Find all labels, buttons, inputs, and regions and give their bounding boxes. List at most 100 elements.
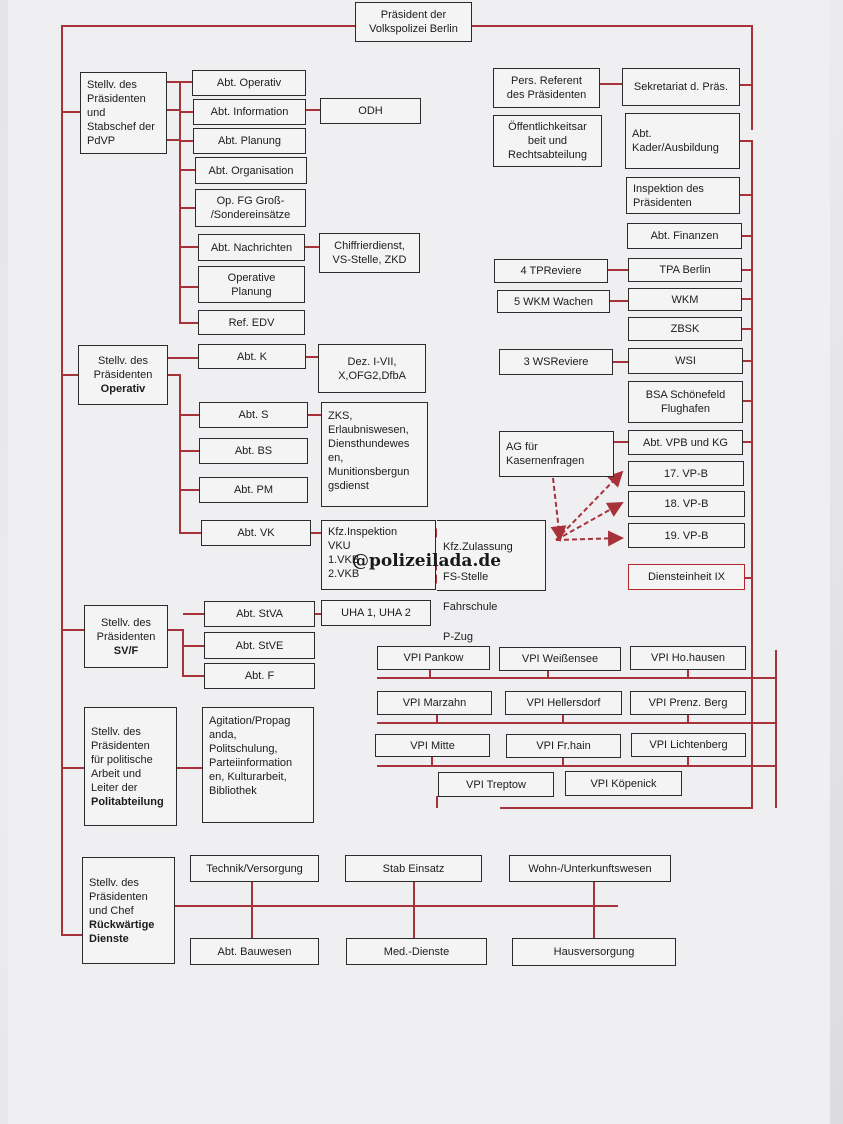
abt-organisation: Abt. Organisation [195, 157, 307, 184]
tpa-berlin: TPA Berlin [628, 258, 742, 282]
vpb-18: 18. VP-B [628, 491, 745, 517]
abt-vpb-kg-label: Abt. VPB und KG [643, 436, 728, 449]
vpi-pankow-label: VPI Pankow [403, 652, 464, 664]
fahrschule-label: Fahrschule [443, 601, 498, 613]
technik-versorgung-label: Technik/Versorgung [206, 862, 303, 875]
abt-planung-label: Abt. Planung [218, 135, 281, 147]
ws-reviere: 3 WSReviere [499, 349, 613, 375]
tp-reviere: 4 TPReviere [494, 259, 608, 283]
vpi-mitte: VPI Mitte [375, 734, 490, 757]
ws-reviere-label: 3 WSReviere [523, 356, 589, 368]
p-zug-label: P-Zug [443, 631, 473, 643]
oeffentlichkeit-box: Öffentlichkeitsar beit und Rechtsabteilu… [493, 115, 602, 167]
zbsk-label: ZBSK [670, 323, 700, 335]
abt-bs-label: Abt. BS [234, 445, 273, 457]
abt-pm-label: Abt. PM [233, 484, 274, 496]
politik-label: Stellv. des Präsidenten für politische A… [91, 725, 153, 794]
vpi-hellersdorf-label: VPI Hellersdorf [526, 697, 601, 709]
abt-bs: Abt. BS [199, 438, 308, 464]
vpi-mitte-label: VPI Mitte [410, 739, 455, 752]
abt-k: Abt. K [198, 344, 306, 369]
vpi-weissensee-label: VPI Weißensee [521, 653, 599, 665]
stab-einsatz: Stab Einsatz [345, 855, 482, 882]
politik-title: Politabteilung [91, 795, 164, 808]
abt-vk: Abt. VK [201, 520, 311, 546]
vpi-koepenick-label: VPI Köpenick [590, 777, 657, 790]
zks-label: ZKS, Erlaubniswesen, Diensthundewes en, … [328, 410, 410, 492]
zks-box: ZKS, Erlaubniswesen, Diensthundewes en, … [321, 402, 428, 507]
abt-nachrichten-label: Abt. Nachrichten [210, 241, 293, 254]
fs-stelle-label: FS-Stelle [443, 571, 489, 583]
vpi-hellersdorf: VPI Hellersdorf [505, 691, 622, 715]
vpb-17: 17. VP-B [628, 461, 744, 486]
uha-label: UHA 1, UHA 2 [341, 607, 411, 619]
kader-ausbildung: Abt. Kader/Ausbildung [625, 113, 740, 169]
tp-reviere-label: 4 TPReviere [520, 265, 582, 277]
vpi-treptow-label: VPI Treptow [466, 778, 526, 791]
odh-box: ODH [320, 98, 421, 124]
operativ-title: Operativ [100, 383, 146, 395]
sekretariat-label: Sekretariat d. Präs. [633, 81, 729, 93]
abt-vk-label: Abt. VK [237, 527, 275, 539]
abt-information: Abt. Information [193, 99, 306, 125]
operative-planung-label: Operative Planung [227, 271, 276, 298]
op-fg-box: Op. FG Groß- /Sondereinsätze [195, 189, 306, 227]
politik-tasks-box: Agitation/Propag anda, Politschulung, Pa… [202, 707, 314, 823]
pers-referent-label: Pers. Referent des Präsidenten [506, 75, 587, 101]
ag-kasernen: AG für Kasernenfragen [499, 431, 614, 477]
abt-operativ: Abt. Operativ [192, 70, 306, 96]
hausversorgung-label: Hausversorgung [553, 946, 635, 958]
wohn-unterkunft-label: Wohn-/Unterkunftswesen [528, 862, 652, 875]
watermark-text: @polizeilada.de [352, 551, 502, 571]
ref-edv: Ref. EDV [198, 310, 305, 335]
kfz-inspektion-label: Kfz.Inspektion VKU 1.VKB 2.VKB [328, 526, 398, 580]
kader-ausbildung-label: Abt. Kader/Ausbildung [632, 128, 719, 154]
abt-nachrichten: Abt. Nachrichten [198, 234, 305, 261]
bsa-label: BSA Schönefeld Flughafen [645, 389, 726, 415]
pers-referent: Pers. Referent des Präsidenten [493, 68, 600, 108]
vpi-hohenschoenhausen-label: VPI Ho.hausen [651, 652, 725, 664]
abt-planung: Abt. Planung [193, 128, 306, 154]
vpb-19: 19. VP-B [628, 523, 745, 548]
abt-f: Abt. F [204, 663, 315, 689]
abt-bauwesen: Abt. Bauwesen [190, 938, 319, 965]
abt-s-label: Abt. S [238, 409, 269, 421]
kfz-zulassung-box: Kfz.Zulassung FS-Stelle Fahrschule P-Zug [437, 520, 546, 643]
tpa-berlin-label: TPA Berlin [659, 264, 711, 276]
abt-vpb-kg: Abt. VPB und KG [628, 430, 743, 455]
vpb-17-label: 17. VP-B [663, 467, 709, 480]
abt-pm: Abt. PM [199, 477, 308, 503]
wohn-unterkunft: Wohn-/Unterkunftswesen [509, 855, 671, 882]
odh-label: ODH [358, 105, 383, 117]
stabschef-label: Stellv. des Präsidenten und [87, 79, 146, 119]
inspektion-label: Inspektion des Präsidenten [633, 182, 704, 209]
uha-box: UHA 1, UHA 2 [321, 600, 431, 626]
abt-bauwesen-label: Abt. Bauwesen [217, 945, 292, 958]
rueck-label: Stellv. des Präsidenten und Chef [89, 876, 148, 917]
dez-label: Dez. I-VII, X,OFG2,DfbA [338, 355, 406, 382]
ref-edv-label: Ref. EDV [228, 316, 275, 329]
vpi-prenzlauer-berg: VPI Prenz. Berg [630, 691, 746, 715]
vpi-marzahn-label: VPI Marzahn [402, 697, 467, 709]
chiffrierdienst-box: Chiffrierdienst, VS-Stelle, ZKD [319, 233, 420, 273]
vpi-koepenick: VPI Köpenick [565, 771, 682, 796]
abt-finanzen: Abt. Finanzen [627, 223, 742, 249]
vpi-hohenschoenhausen: VPI Ho.hausen [630, 646, 746, 670]
kfz-inspektion-box: Kfz.Inspektion VKU 1.VKB 2.VKB [321, 520, 436, 590]
abt-stva: Abt. StVA [204, 601, 315, 627]
abt-information-label: Abt. Information [210, 106, 289, 118]
oeffentlichkeit-label: Öffentlichkeitsar beit und Rechtsabteilu… [508, 121, 587, 161]
vpb-19-label: 19. VP-B [664, 529, 709, 542]
vpi-prenzlauer-berg-label: VPI Prenz. Berg [648, 697, 728, 709]
abt-stve: Abt. StVE [204, 632, 315, 659]
abt-finanzen-label: Abt. Finanzen [650, 230, 719, 242]
abt-operativ-label: Abt. Operativ [216, 77, 282, 89]
wsi-box: WSI [628, 348, 743, 374]
operative-planung: Operative Planung [198, 266, 305, 303]
med-dienste-label: Med.-Dienste [383, 945, 450, 958]
